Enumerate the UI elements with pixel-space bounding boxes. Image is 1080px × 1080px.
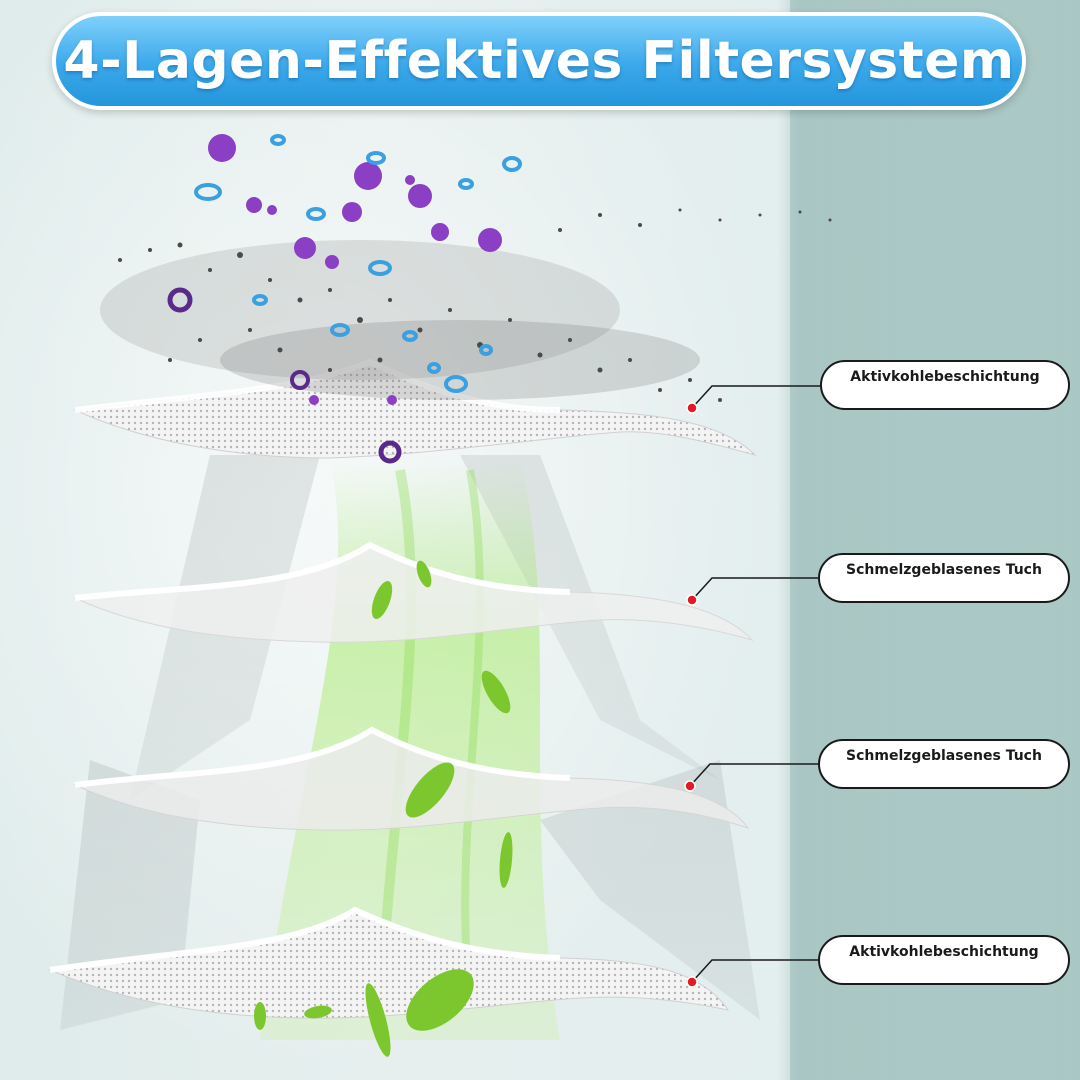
filter-layer-1 xyxy=(73,358,757,459)
leaf-icon xyxy=(254,560,513,1057)
marker-dot-icon xyxy=(684,402,698,988)
callout-lines xyxy=(689,385,822,983)
page-title: 4-Lagen-Effektives Filtersystem xyxy=(63,31,1015,91)
layer-label-4-text: Aktivkohlebeschichtung xyxy=(849,944,1039,960)
filter-layer-4 xyxy=(48,906,730,1019)
layer-label-2: Schmelzgeblasenes Tuch xyxy=(818,553,1070,603)
title-banner: 4-Lagen-Effektives Filtersystem xyxy=(52,12,1026,110)
dust-particle-icon xyxy=(100,208,832,402)
filter-layer-2 xyxy=(73,541,754,643)
layer-label-4: Aktivkohlebeschichtung xyxy=(818,935,1070,985)
pollen-virus-icon xyxy=(167,134,502,464)
bacteria-icon xyxy=(194,134,522,393)
layer-label-3: Schmelzgeblasenes Tuch xyxy=(818,739,1070,789)
layer-label-2-text: Schmelzgeblasenes Tuch xyxy=(846,562,1042,578)
layer-label-3-text: Schmelzgeblasenes Tuch xyxy=(846,748,1042,764)
layer-label-1: Aktivkohlebeschichtung xyxy=(820,360,1070,410)
layer-label-1-text: Aktivkohlebeschichtung xyxy=(850,369,1040,385)
background-wall xyxy=(790,0,1080,1080)
filter-layer-3 xyxy=(73,726,750,831)
